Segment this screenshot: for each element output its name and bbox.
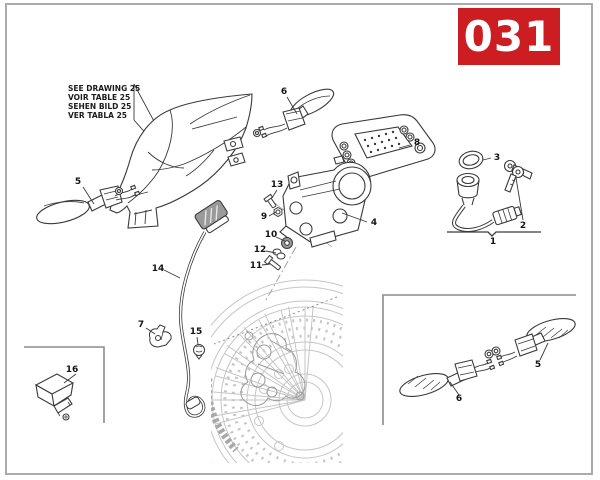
part-label-8: 8 [413, 138, 421, 148]
part-label-13: 13 [270, 180, 284, 190]
reference-note: SEE DRAWING 25 VOIR TABLE 25 SEHEN BILD … [68, 84, 140, 120]
part-label-5: 5 [74, 177, 82, 187]
inset-turn-signal-5-drawing [491, 318, 576, 367]
reference-note-line-es: VER TABLA 25 [68, 111, 128, 120]
turn-signal-5-drawing [36, 184, 141, 225]
part-label-2: 2 [519, 221, 527, 231]
leader-lines [63, 96, 549, 396]
sensor-7-drawing [149, 324, 172, 348]
part-label-7: 7 [137, 320, 145, 330]
part-label-5-inset: 5 [534, 360, 542, 370]
part-label-11: 11 [249, 261, 263, 271]
page-frame [5, 3, 593, 475]
bracket-4-drawing [279, 161, 372, 248]
part-label-16: 16 [65, 365, 79, 375]
reference-note-line-en: SEE DRAWING 25 [68, 84, 141, 93]
ignition-switch-drawing [452, 150, 533, 232]
part-label-3: 3 [493, 153, 501, 163]
part-label-14: 14 [151, 264, 165, 274]
cable-14-drawing [178, 200, 229, 418]
turn-signal-6-drawing [252, 88, 335, 139]
fairing-drawing [109, 93, 253, 229]
reference-note-line-fr: VOIR TABLE 25 [68, 93, 131, 102]
part-label-4: 4 [370, 218, 378, 228]
fastener-15-drawing [193, 344, 205, 360]
page-number-badge: 031 [458, 8, 560, 65]
part-label-9: 9 [260, 212, 268, 222]
part-label-6-inset: 6 [455, 394, 463, 404]
reference-note-line-de: SEHEN BILD 25 [68, 102, 132, 111]
inset-turn-signal-6-drawing [399, 349, 496, 397]
part-label-15: 15 [189, 327, 203, 337]
front-wheel-drawing [211, 279, 343, 463]
part-label-10: 10 [264, 230, 278, 240]
connector-16-drawing [34, 373, 75, 421]
inset-box-right [382, 294, 576, 425]
part-label-6: 6 [280, 87, 288, 97]
part-label-1: 1 [489, 237, 497, 247]
part-1-bracket-line [447, 231, 541, 237]
part-label-12: 12 [253, 245, 267, 255]
inset-box-left [24, 346, 105, 423]
instrument-panel-drawing [331, 114, 436, 179]
